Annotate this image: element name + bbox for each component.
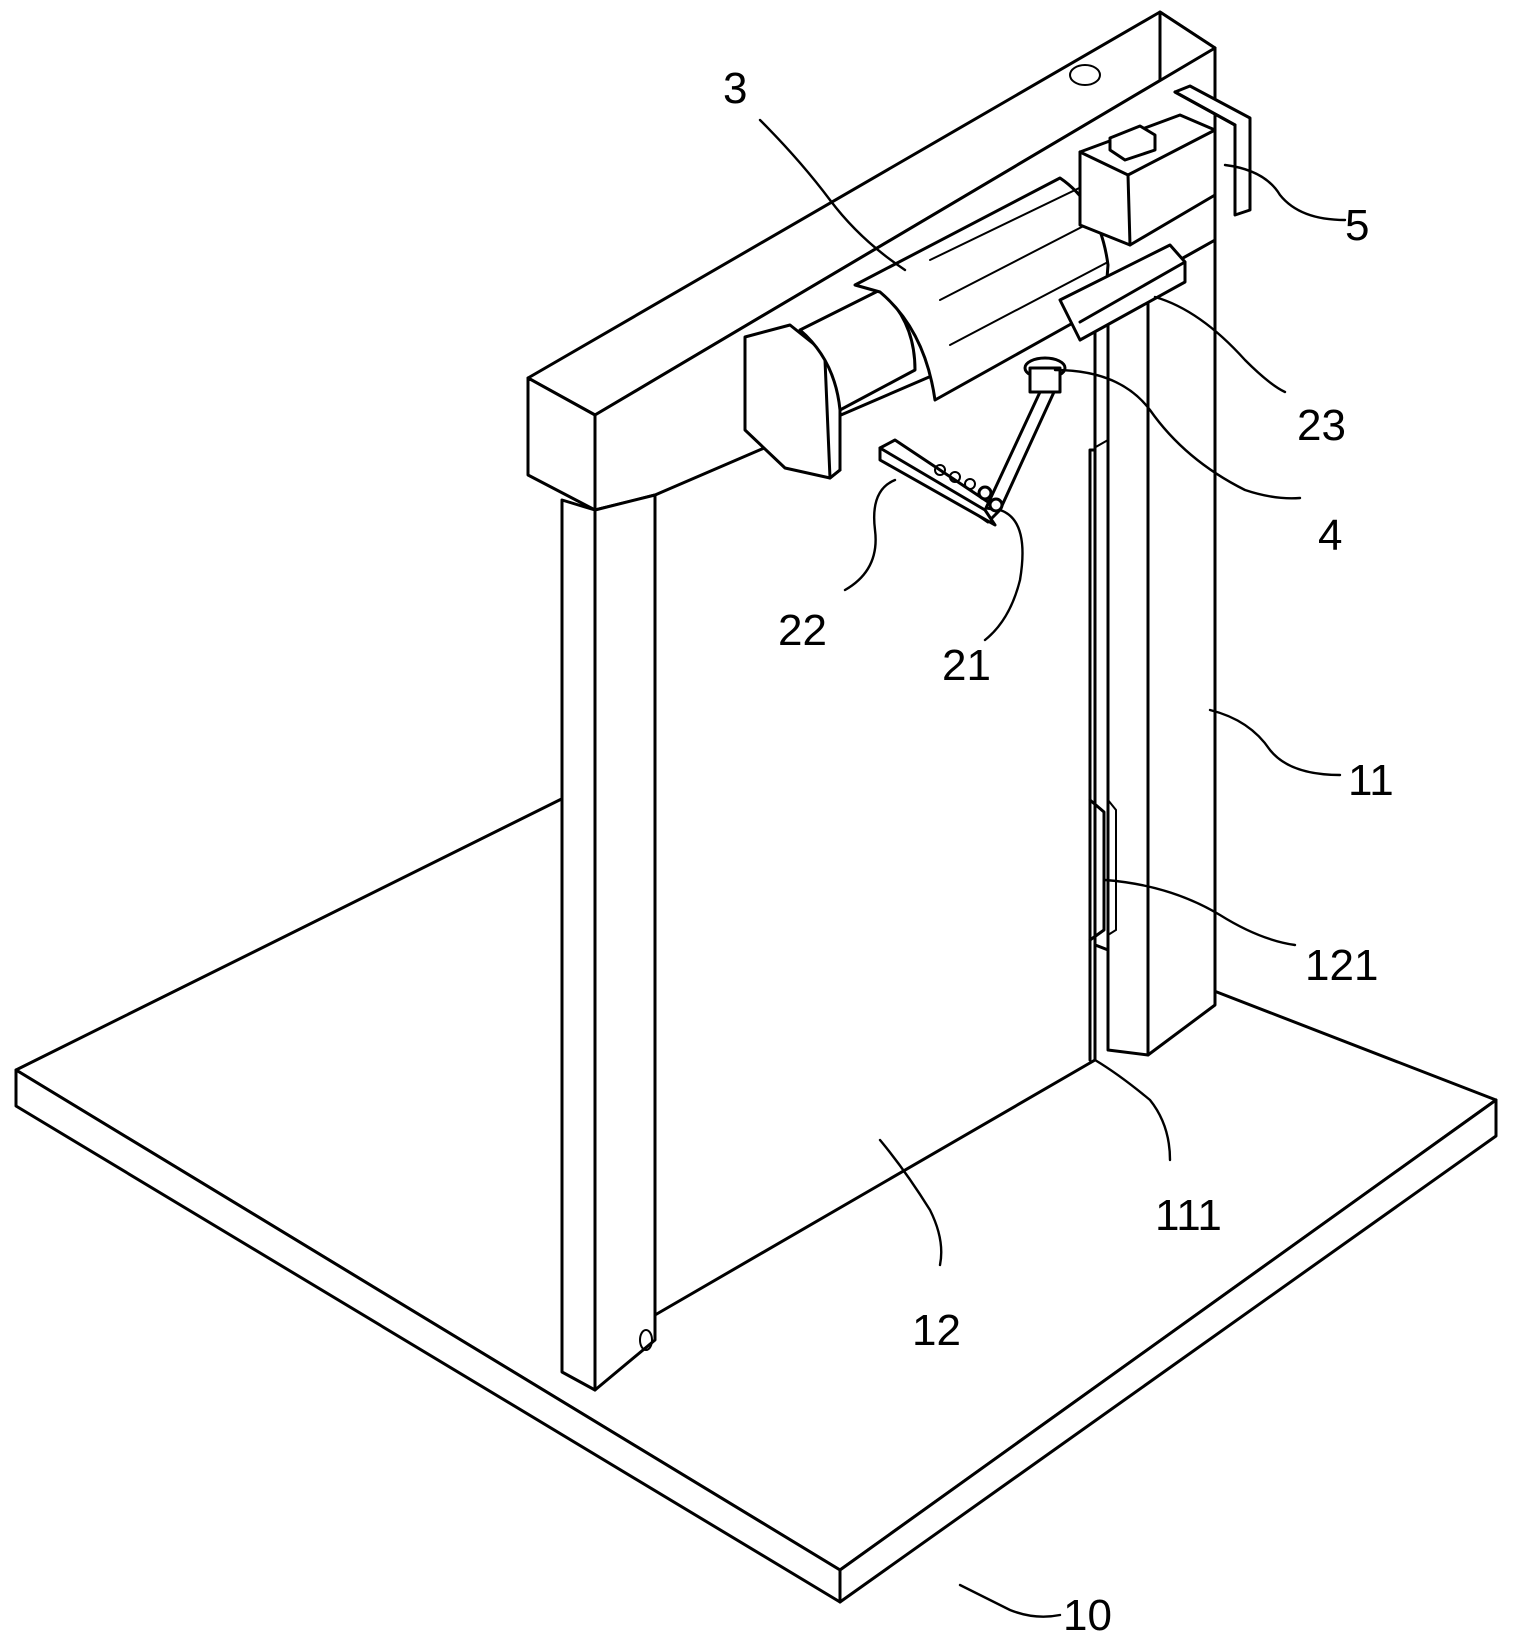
label-4: 4	[1318, 511, 1342, 560]
leader-lines	[758, 118, 1347, 1618]
label-10: 10	[1063, 1591, 1112, 1638]
motor-cylinder	[743, 176, 1110, 480]
label-5: 5	[1345, 201, 1369, 250]
label-23: 23	[1297, 401, 1346, 450]
drive-box	[1078, 84, 1252, 247]
label-12: 12	[912, 1306, 961, 1355]
label-3: 3	[723, 64, 747, 113]
label-21: 21	[942, 641, 991, 690]
label-111: 111	[1155, 1191, 1222, 1240]
rail-plate	[1058, 243, 1187, 342]
right-column	[1093, 238, 1217, 1057]
label-22: 22	[778, 606, 827, 655]
label-11: 11	[1348, 756, 1394, 805]
label-121: 121	[1305, 941, 1378, 990]
reference-labels: 3 5 23 4 22 21 11 121 111 12 10	[723, 64, 1394, 1638]
